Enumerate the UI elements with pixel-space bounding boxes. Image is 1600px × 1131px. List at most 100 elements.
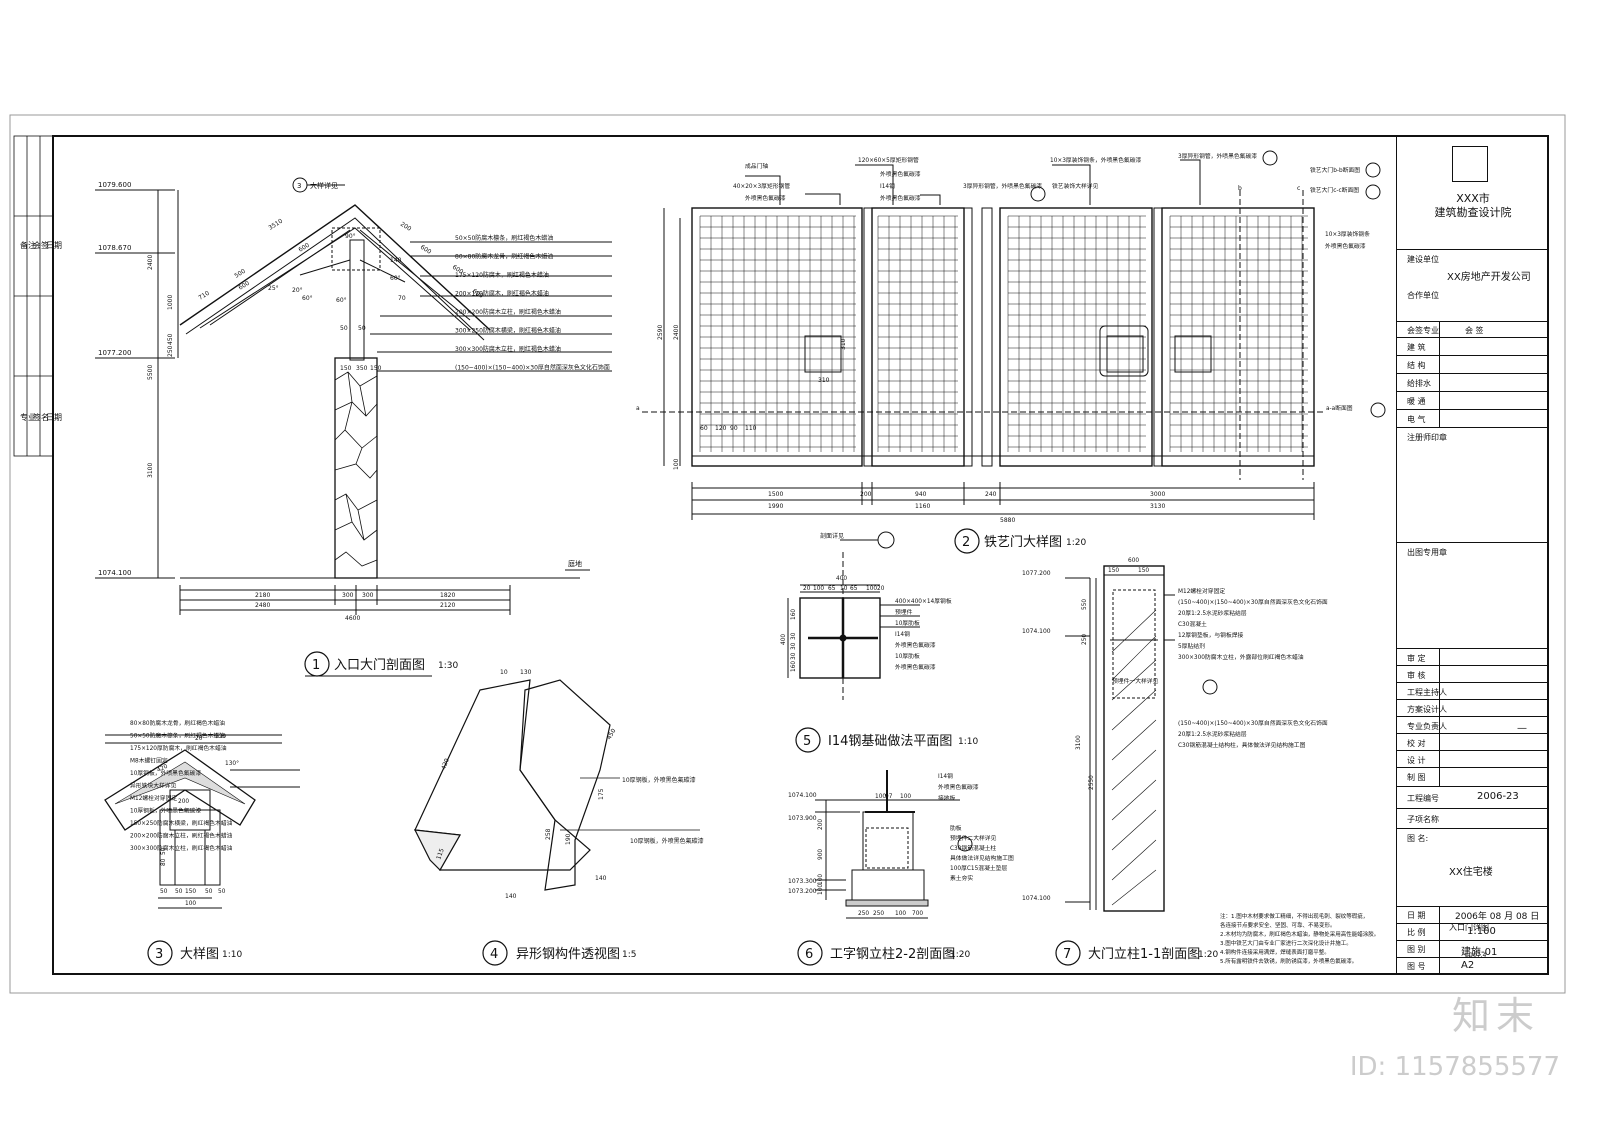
general-note-5: 5.所有露明铁件去铁锈，刷防锈底漆，外喷黑色氟碳漆。 [1220, 957, 1357, 965]
v6-note-b-1: 预埋件二大样详见 [950, 834, 997, 842]
v6-note-b-2: C30钢筋混凝土柱 [950, 844, 996, 852]
v6dims-d3: 900 [818, 849, 824, 860]
v4dims-d6: 258 [545, 828, 552, 840]
v7dims-d3: 550 [1082, 599, 1088, 610]
v1-notes: 50×50防腐木檩条，刷红褐色木蜡油80×80防腐木龙骨，刷红褐色木蜡油175×… [455, 234, 610, 372]
scale-overlay: 入口门详图 [1449, 923, 1489, 932]
v1dims-d1: 300 [342, 592, 354, 599]
general-note-4: 4.钢构件连接采用满焊，焊缝表面打磨平整。 [1220, 948, 1330, 956]
v1-ground-label: 庭地 [568, 559, 582, 568]
discipline-row: 暖 通 [1397, 391, 1549, 410]
strip-label-5: 签名 [33, 412, 49, 422]
v6-note-b-3: 具体做法详见结构施工图 [950, 854, 1014, 862]
discipline-row: 电 气 [1397, 409, 1549, 428]
v7-elev-0: 1077.200 [1022, 570, 1051, 577]
sheet-label: 图 号 [1407, 962, 1426, 971]
drawing-name-row: 图 名: XX住宅楼 [1397, 828, 1549, 907]
view1-title: 入口大门剖面图 [334, 658, 425, 673]
v5dims-d1: 20 [803, 586, 811, 592]
v5-note-7: 剖面详见 [820, 532, 844, 540]
v1-elev-2: 1078.670 [98, 244, 131, 252]
view2-num: 2 [962, 535, 970, 550]
view2-scale: 1:20 [1066, 538, 1086, 548]
role-row: 设 计 [1397, 750, 1549, 768]
v6dims-d4: 200 [818, 819, 824, 830]
role-label: 专业负责人 [1407, 722, 1447, 731]
v1dims-d13: 150 [340, 365, 352, 372]
pub-stamp-row: 出图专用章 [1397, 542, 1549, 649]
v3-note-10: 300×300防腐木立柱，刷红褐色木蜡油 [130, 844, 233, 852]
v5-notes: 400×400×14厚钢板预埋件10厚肋板I14钢外喷黑色氟碳漆10厚肋板外喷黑… [820, 532, 952, 671]
v2dims-d19: b [1238, 185, 1242, 192]
view5-title: I14钢基础做法平面图 [828, 734, 952, 749]
drawing-no-label: 图 别 [1407, 945, 1426, 954]
v4dims-d1: 130 [520, 669, 532, 676]
v5dims-d11: 30 [791, 652, 797, 660]
v1-callout-num: 3 [297, 182, 301, 190]
drawing-name: XX住宅楼 [1449, 867, 1493, 878]
v6-elev-1: 1073.900 [788, 815, 817, 822]
v4dims-d3: 175 [598, 788, 605, 800]
v3-note-7: 10厚钢板，外喷黑色氟碳漆 [130, 807, 201, 815]
v7-notes: M12螺栓对穿固定(150~400)×(150~400)×30厚自然面深灰色文化… [1112, 587, 1328, 749]
v5dims-d8: 160 [791, 609, 797, 620]
v1-note-6: 300×300防腐木立柱，刷红褐色木蜡油 [455, 345, 561, 353]
v5dims-d4: 10 [840, 586, 848, 592]
v2-note-2: 外喷黑色氟碳漆 [745, 194, 786, 202]
discipline-label: 结 构 [1407, 361, 1426, 370]
v5dims-d6: 100 [866, 586, 877, 592]
v2dims-d8: 5880 [1000, 517, 1015, 524]
v2dims-d15: 120 [715, 425, 727, 432]
v6dims-d10: 700 [912, 911, 923, 917]
v1dims-d32: 50 [340, 325, 348, 332]
pub-stamp-label: 出图专用章 [1407, 548, 1447, 557]
v2-note-4: 外喷黑色氟碳漆 [880, 170, 921, 178]
v5dims-d2: 100 [813, 586, 824, 592]
date-row: 日 期 2006年 08 月 08 日 [1397, 906, 1549, 924]
role-row: 工程主持人 [1397, 682, 1549, 700]
v1-note-5: 300×250防腐木横梁，刷红褐色木蜡油 [455, 327, 561, 335]
v1dims-d29: 60° [390, 275, 401, 282]
strip-label-1: 备注 [20, 240, 36, 250]
v6dims-d6: 100 [818, 884, 824, 895]
v1dims-d22: 600 [419, 244, 433, 256]
v1-callout-label: 大样详见 [310, 181, 338, 190]
v1dims-d10: 1000 [167, 295, 174, 310]
client-label: 建设单位 [1407, 255, 1439, 264]
discipline-label: 暖 通 [1407, 397, 1426, 406]
v1-note-0: 50×50防腐木檩条，刷红褐色木蜡油 [455, 234, 553, 242]
v3-note-1: 50×50防腐木檩条，刷红褐色木蜡油 [130, 732, 225, 740]
v2dims-d5: 1990 [768, 503, 783, 510]
v1dims-d11: 450 [167, 333, 174, 345]
v2-note-7: 3厚异形钢管，外喷黑色氟碳漆 [963, 182, 1042, 190]
v4dims-d8: 450 [606, 727, 618, 741]
institute-name-1: XXX市 [1456, 192, 1490, 205]
v2-note-10: 3厚异形钢管，外喷黑色氟碳漆 [1178, 152, 1257, 160]
strip-label-3: 日期 [46, 241, 62, 250]
v2dims-d10: 2400 [673, 325, 680, 340]
v5dims-d9: 30 [791, 632, 797, 640]
v6dims-d2: 100 [900, 794, 911, 800]
v1dims-d21: 200 [399, 221, 413, 233]
scale-row: 比 例 1:100 入口门详图 [1397, 923, 1549, 941]
v1dims-d15: 150 [370, 365, 382, 372]
sheet-trim-border [9, 114, 1566, 994]
v7-note-3: C30混凝土 [1178, 620, 1207, 628]
view-title-2: 2 铁艺门大样图 1:20 [954, 528, 1086, 554]
v1dims-d20: 600 [237, 280, 251, 292]
v2-note-6: 外喷黑色氟碳漆 [880, 194, 921, 202]
v3dims-d8: 200 [178, 799, 189, 805]
discipline-row: 结 构 [1397, 355, 1549, 374]
view2-title: 铁艺门大样图 [984, 535, 1062, 550]
v5dims-d5: 65 [850, 586, 858, 592]
v6-note-2: 接地板 [938, 794, 956, 802]
v3dims-d4: 50 [160, 889, 168, 895]
v6dims-d1: 97 [885, 794, 893, 800]
reg-stamp-label: 注册师印章 [1407, 433, 1447, 442]
v2dims-d18: a [636, 405, 640, 412]
view4-scale: 1:5 [622, 950, 636, 960]
view-title-7: 7 大门立柱1-1剖面图 1:20 [1055, 940, 1218, 966]
view4-num: 4 [490, 947, 498, 962]
